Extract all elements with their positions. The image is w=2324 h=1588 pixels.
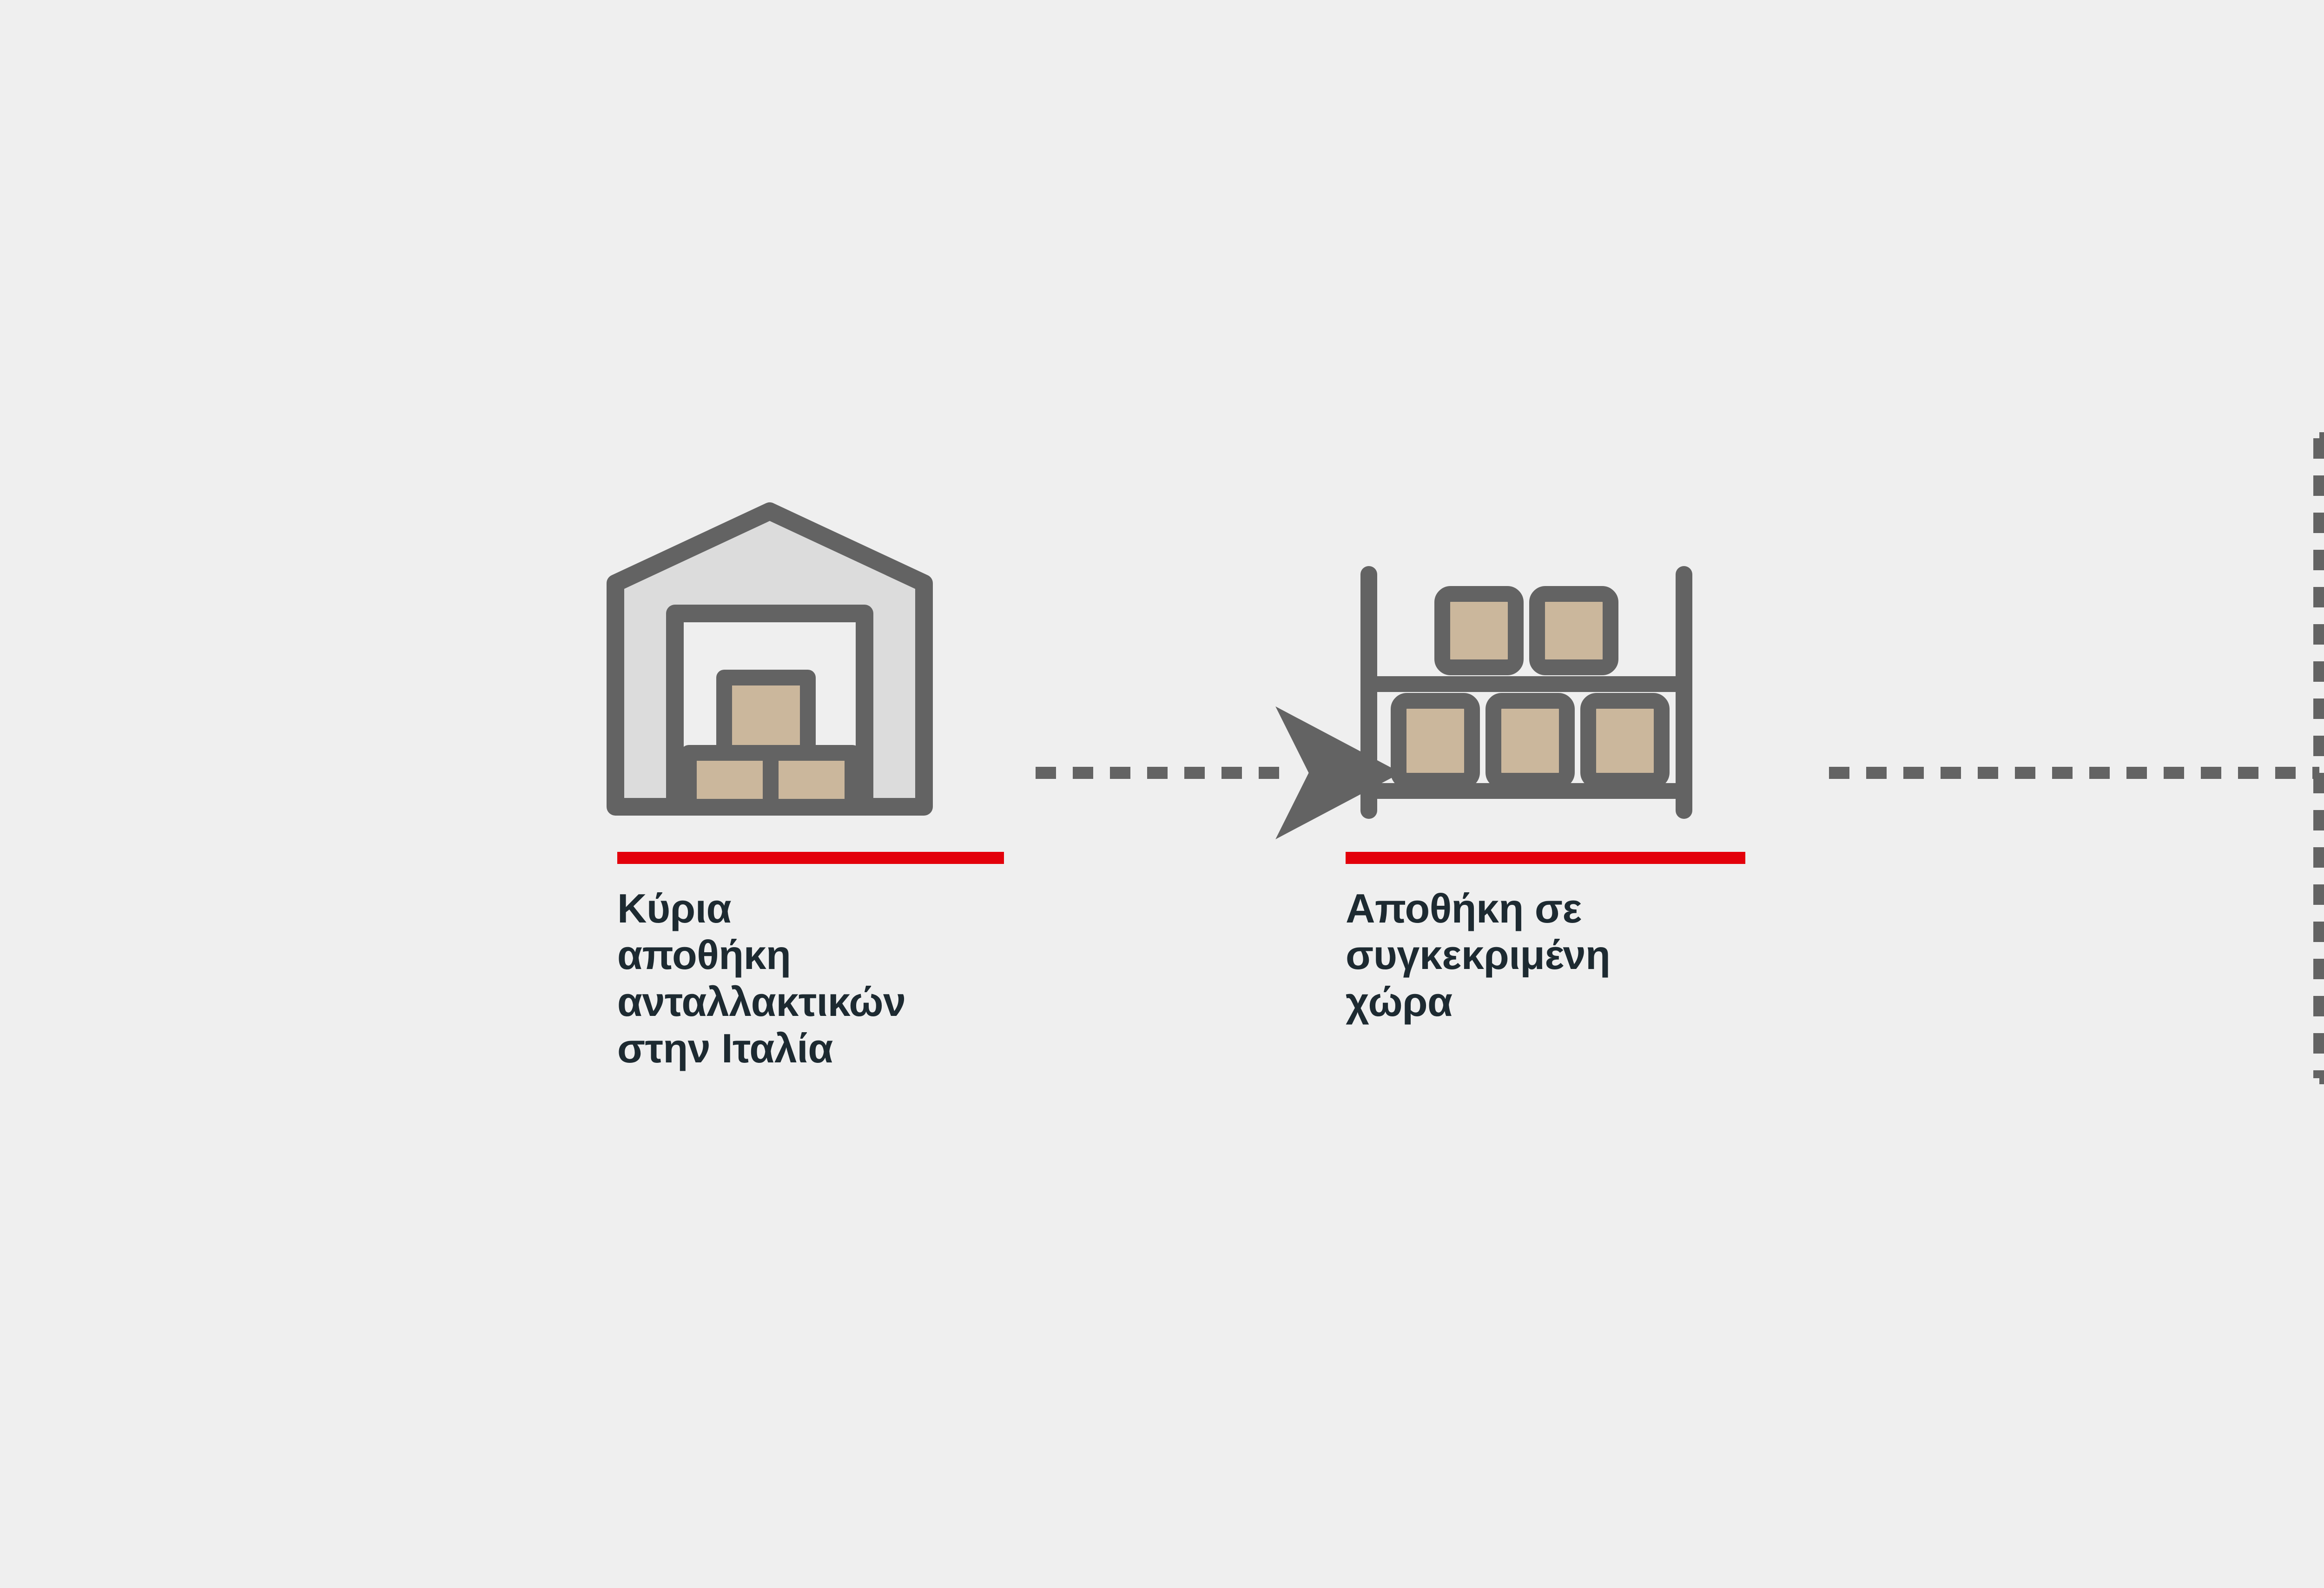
label-line: ανταλλακτικών <box>617 978 906 1025</box>
node-label-main-warehouse: Κύρια αποθήκη ανταλλακτικών στην Ιταλία <box>617 885 906 1072</box>
warehouse-icon <box>604 497 935 818</box>
node-country-warehouse: Αποθήκη σε συγκεκριμένη χώρα <box>1346 483 1755 1032</box>
node-main-warehouse: Κύρια αποθήκη ανταλλακτικών στην Ιταλία <box>604 483 1013 1071</box>
label-line: Κύρια αποθήκη <box>617 885 791 978</box>
label-line: χώρα <box>1346 978 1452 1025</box>
label-line: στην Ιταλία <box>617 1025 833 1071</box>
label-line: συγκεκριμένη <box>1346 932 1611 978</box>
storage-rack-icon <box>1354 562 1699 823</box>
node-label-country-warehouse: Αποθήκη σε συγκεκριμένη χώρα <box>1346 885 1611 1025</box>
label-line: Αποθήκη σε <box>1346 885 1582 931</box>
accent-rule <box>1346 852 1745 864</box>
accent-rule <box>617 852 1004 864</box>
